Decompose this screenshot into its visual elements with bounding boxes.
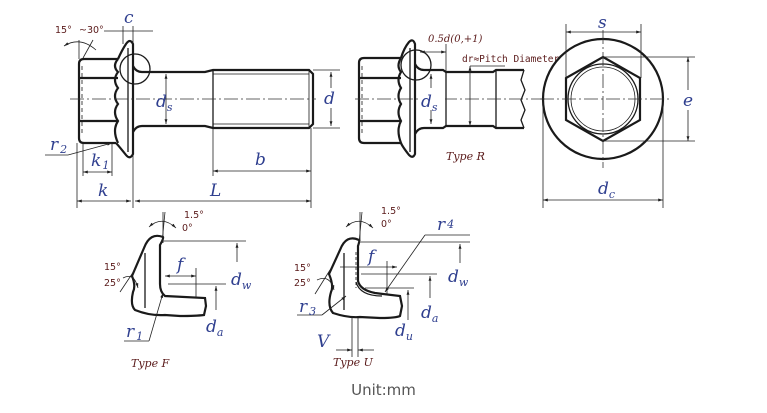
type-u-da-main: d [421, 303, 432, 323]
type-u-undercut [355, 281, 383, 297]
k1-main: k [91, 151, 101, 171]
type-u-r3-leader [321, 295, 347, 316]
type-r-detail-circle [400, 49, 432, 81]
type-f-dw-label: dw [231, 270, 252, 292]
type-u-dw-main: d [448, 267, 459, 287]
type-f-da-label: da [206, 317, 223, 339]
pitch-diameter-note: dr≈Pitch Diameter [462, 54, 560, 65]
hex-head-outline [77, 57, 116, 145]
half-d-note: 0.5d(0,+1) [428, 34, 482, 45]
type-r-ds-main: d [421, 92, 432, 112]
type-u-r4-leader [384, 234, 426, 293]
type-u-dw-label: dw [448, 267, 469, 289]
type-r-ds-sub: s [432, 101, 438, 114]
angle-arc [63, 41, 97, 51]
dc-main: d [598, 179, 609, 199]
k1-sub: 1 [102, 159, 109, 172]
r2-leader [67, 142, 113, 156]
s-label: s [598, 13, 607, 33]
type-u-r3-sub: 3 [309, 305, 316, 318]
e-label: e [683, 91, 693, 111]
ds-label: ds [156, 92, 173, 114]
type-f-angle-1-5: 1.5° [184, 210, 204, 221]
angle-15-label: 15° [55, 25, 72, 36]
unit-label: Unit:mm [351, 381, 416, 399]
b-label: b [255, 150, 266, 170]
type-u-du-main: d [395, 321, 406, 341]
type-u-angle-0: 0° [381, 219, 392, 230]
angle-ref-line [82, 39, 94, 59]
type-r-break-line [520, 69, 526, 129]
type-r-view: 0.5d(0,+1) dr≈Pitch Diameter ds Type R [355, 34, 560, 163]
dc-label: dc [598, 179, 615, 201]
type-u-f-label: f [366, 247, 377, 267]
k1-label: k1 [91, 151, 109, 172]
type-u-du-label: du [395, 321, 413, 343]
type-f-side-angle-arc [122, 275, 139, 289]
type-u-da-label: da [421, 303, 438, 325]
type-f-f-label: f [175, 255, 186, 275]
r2-sub: 2 [59, 143, 67, 156]
dc-sub: c [609, 188, 615, 201]
type-u-v-label: V [317, 332, 331, 352]
type-f-r1-leader [148, 292, 164, 342]
type-u-da-sub: a [432, 312, 439, 325]
type-r-ds-label: ds [421, 92, 438, 114]
type-f-caption: Type F [131, 357, 170, 370]
type-u-side-angle-ref [314, 269, 331, 295]
type-f-r1-main: r [126, 322, 135, 342]
type-f-dw-main: d [231, 270, 242, 290]
type-f-r1-sub: 1 [136, 330, 143, 343]
angle-30-label: ~30° [79, 25, 104, 36]
type-f-da-sub: a [217, 326, 224, 339]
r2-main: r [50, 135, 59, 155]
type-u-angle-ref [358, 211, 363, 244]
ds-main: d [156, 92, 167, 112]
type-r-caption: Type R [446, 150, 485, 163]
type-u-angle-1-5: 1.5° [381, 206, 401, 217]
type-u-angle-arc [345, 220, 374, 229]
type-r-flange [397, 39, 417, 158]
c-label: c [124, 8, 134, 28]
type-u-profile [327, 237, 404, 320]
type-f-angle-15: 15° [104, 262, 121, 273]
type-u-angle-15: 15° [294, 263, 311, 274]
type-u-r4-sub: 4 [446, 218, 454, 231]
type-u-angle-25: 25° [294, 278, 311, 289]
type-f-angle-arc [148, 220, 177, 229]
detail-circle [119, 53, 151, 85]
type-r-hex-head [357, 56, 401, 145]
type-u-caption: Type U [333, 356, 374, 369]
type-f-dw-sub: w [242, 279, 252, 292]
type-f-angle-0: 0° [182, 223, 193, 234]
type-u-dw-sub: w [459, 276, 469, 289]
type-u-r3-main: r [299, 297, 308, 317]
k-label: k [98, 181, 108, 201]
type-f-angle-25: 25° [104, 278, 121, 289]
type-f-side-angle-ref [119, 267, 137, 293]
type-u-side-angle-arc [316, 277, 335, 291]
type-u-du-sub: u [406, 330, 413, 343]
ds-sub: s [167, 101, 173, 114]
d-label: d [324, 89, 335, 109]
type-f-da-main: d [206, 317, 217, 337]
end-view: s e dc [540, 13, 696, 208]
type-u-r4-main: r [437, 215, 446, 235]
l-label: L [209, 181, 221, 201]
